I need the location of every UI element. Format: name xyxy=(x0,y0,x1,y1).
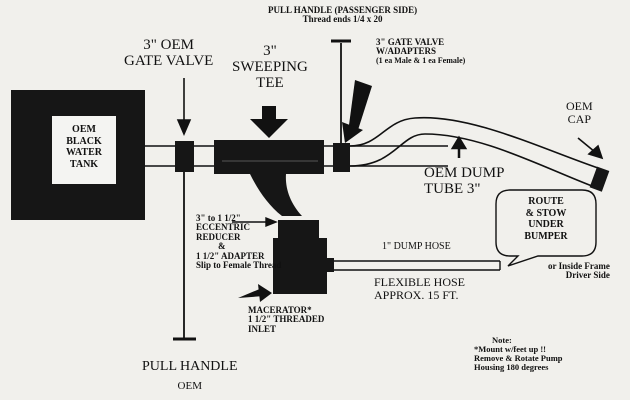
macerator-label: MACERATOR* 1 1/2" THREADED INLET xyxy=(248,305,325,334)
tank-label-line4: TANK xyxy=(69,158,99,170)
dump-tube-label-line2: TUBE 3" xyxy=(424,180,481,197)
macerator xyxy=(278,220,319,238)
pull-handle-bottom-line1: PULL HANDLE xyxy=(142,359,238,374)
sweeping-tee-label-line2: SWEEPING xyxy=(232,58,308,75)
pull-handle-bottom-label: PULL HANDLE OEM xyxy=(142,359,238,392)
arrow-gate-valve xyxy=(176,78,192,137)
reducer-line6: Slip to Female Thread xyxy=(196,260,282,271)
macerator-line2: 1 1/2" THREADED xyxy=(248,314,325,325)
oem-dump-tube xyxy=(349,116,599,187)
pull-handle-top xyxy=(331,39,351,143)
pull-handle-top-line2: Thread ends 1/4 x 20 xyxy=(302,14,383,25)
reducer-label: 3" to 1 1/2" ECCENTRIC REDUCER & 1 1/2" … xyxy=(196,213,282,271)
flexible-hose-label: FLEXIBLE HOSE APPROX. 15 FT. xyxy=(374,276,465,301)
sweeping-tee-branch xyxy=(250,174,302,216)
sweeping-tee-label-line1: 3" xyxy=(263,43,277,59)
flexible-hose-line2: APPROX. 15 FT. xyxy=(374,287,459,302)
gate-valve-label: 3" OEM GATE VALVE xyxy=(124,37,214,70)
macerator-line1: MACERATOR* xyxy=(248,305,312,315)
dump-hose xyxy=(334,260,501,271)
tank-label-line1: OEM xyxy=(72,124,96,135)
arrow-oem-cap xyxy=(577,137,604,160)
oem-cap-label: OEM CAP xyxy=(566,100,593,125)
sweeping-tee-label: 3" SWEEPING TEE xyxy=(232,43,308,91)
gate-valve-adapters-line1: 3" GATE VALVE xyxy=(376,37,445,47)
pull-handle-top-line1: PULL HANDLE (PASSENGER SIDE) xyxy=(268,5,418,15)
oem-cap-label-line2: CAP xyxy=(567,111,591,126)
gate-valve-adapters-label: 3" GATE VALVE W/ADAPTERS (1 ea Male & 1 … xyxy=(376,37,466,65)
note-line3: Remove & Rotate Pump xyxy=(474,352,563,363)
reducer-line4: & xyxy=(218,241,226,252)
sweeping-tee xyxy=(214,140,324,174)
tank-label-line2: BLACK xyxy=(66,135,102,147)
flexible-hose-line1: FLEXIBLE HOSE xyxy=(374,275,465,289)
pull-handle-bottom-line2: OEM xyxy=(177,379,202,392)
inside-frame-line1: or Inside Frame xyxy=(548,261,610,271)
inside-frame-label: or Inside Frame Driver Side xyxy=(548,261,610,281)
tank-label-line3: WATER xyxy=(66,147,102,158)
gate-valve-adapters-line2: W/ADAPTERS xyxy=(376,46,437,57)
dump-hose-label: 1" DUMP HOSE xyxy=(382,241,451,252)
arrow-gate-valve-adapters xyxy=(342,80,372,143)
route-callout-line1: ROUTE xyxy=(528,196,564,207)
route-callout-bubble xyxy=(495,189,597,267)
dump-tube-label-line1: OEM DUMP xyxy=(424,165,505,181)
arrow-dump-tube xyxy=(450,135,468,158)
gate-valve-adapters-line3: (1 ea Male & 1 ea Female) xyxy=(376,55,466,65)
reducer-line2: ECCENTRIC xyxy=(196,222,251,233)
route-callout-text: ROUTE & STOW UNDER BUMPER xyxy=(498,190,594,256)
macerator-outlet xyxy=(320,258,334,272)
mounting-note: Note: *Mount w/feet up !! Remove & Rotat… xyxy=(474,336,563,372)
oem-cap xyxy=(589,166,610,192)
gate-valve-label-line2: GATE VALVE xyxy=(124,52,214,69)
macerator-body xyxy=(273,238,327,294)
arrow-reducer xyxy=(232,216,278,228)
note-line1: Note: xyxy=(492,335,512,345)
pull-handle-top-label: PULL HANDLE (PASSENGER SIDE) Thread ends… xyxy=(268,5,418,25)
tank-label: OEM BLACK WATER TANK xyxy=(52,116,116,184)
oem-gate-valve xyxy=(175,141,194,172)
dump-tube-label: OEM DUMP TUBE 3" xyxy=(424,165,505,198)
reducer-line3: REDUCER xyxy=(196,231,241,242)
reducer-line1: 3" to 1 1/2" xyxy=(196,213,241,223)
gate-valve-adapters xyxy=(333,143,350,172)
macerator-line3: INLET xyxy=(248,323,277,334)
oem-cap-label-line1: OEM xyxy=(566,99,593,113)
arrow-macerator xyxy=(238,284,272,302)
pull-handle-bottom xyxy=(173,172,196,341)
route-callout-line4: BUMPER xyxy=(524,230,568,242)
reducer-line5: 1 1/2" ADAPTER xyxy=(196,250,265,261)
arrow-sweeping-tee xyxy=(250,106,288,138)
note-line2: *Mount w/feet up !! xyxy=(474,343,547,354)
note-line4: Housing 180 degrees xyxy=(474,361,549,372)
route-callout-line2: & STOW xyxy=(525,207,567,219)
sweeping-tee-label-line3: TEE xyxy=(256,74,284,91)
gate-valve-label-line1: 3" OEM xyxy=(143,37,195,53)
inside-frame-line2: Driver Side xyxy=(565,270,610,281)
route-callout-line3: UNDER xyxy=(528,219,564,230)
